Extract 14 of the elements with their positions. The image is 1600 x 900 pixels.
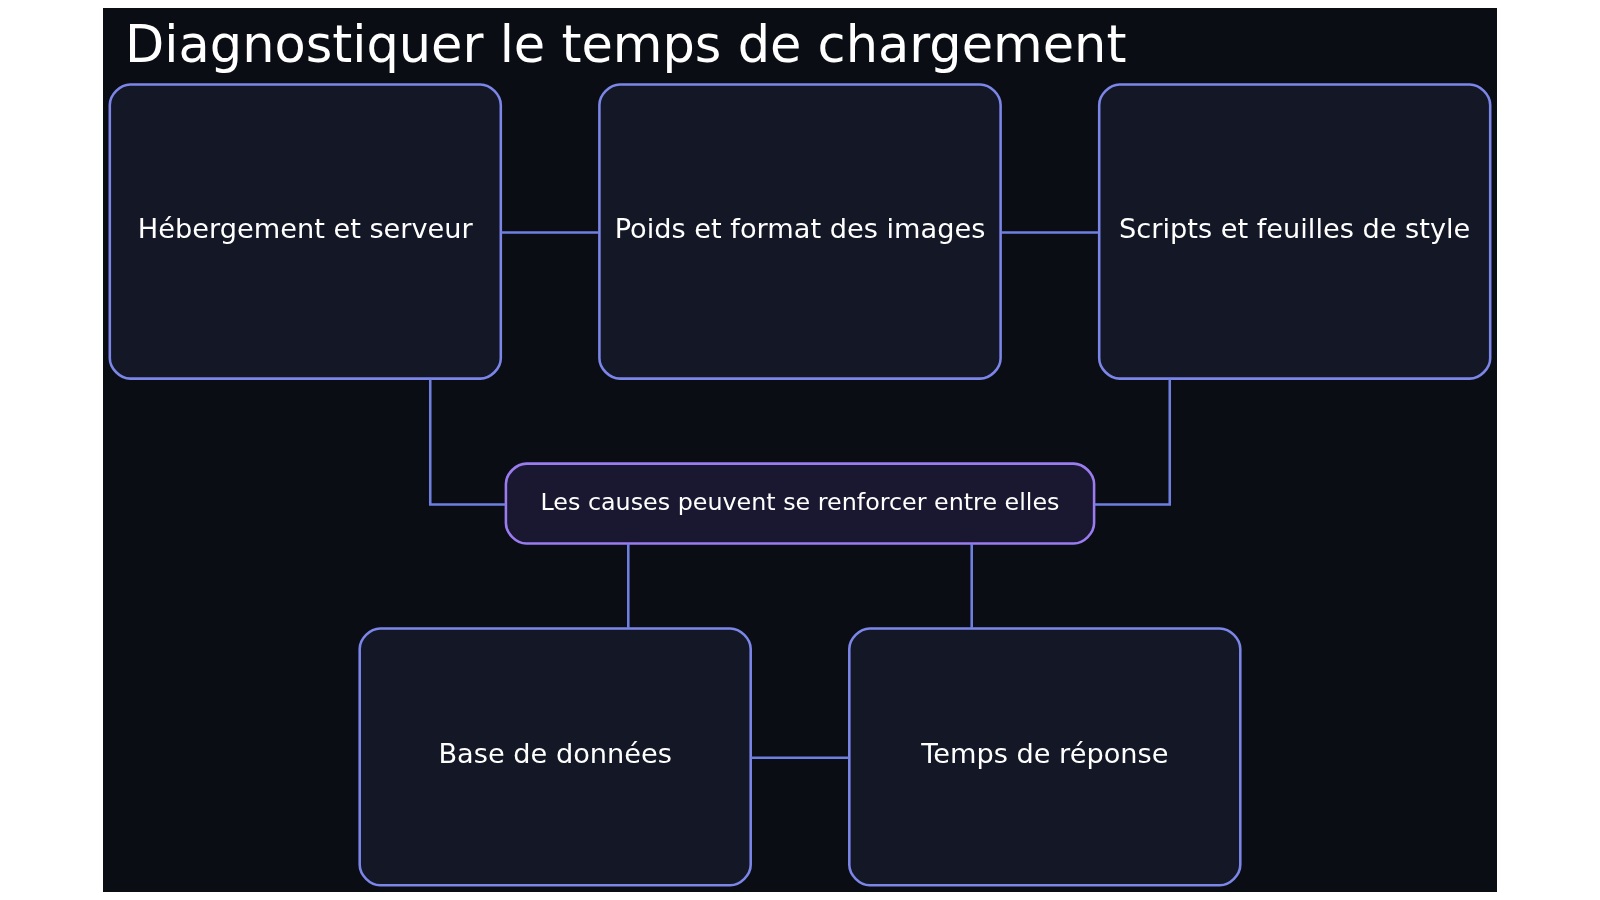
node-box: Poids et format des images [598, 83, 1002, 380]
connector [750, 756, 849, 759]
node-box: Temps de réponse [848, 627, 1242, 887]
node-box: Hébergement et serveur [108, 83, 503, 380]
connector [500, 231, 599, 234]
diagram-title: Diagnostiquer le temps de chargement [125, 15, 1127, 75]
connector [627, 543, 630, 629]
connector [1094, 379, 1172, 506]
node-box: Scripts et feuilles de style [1097, 83, 1492, 380]
connector [970, 543, 973, 629]
connector [428, 379, 506, 506]
connector [1001, 231, 1099, 234]
node-box: Base de données [358, 627, 752, 887]
node-box: Les causes peuvent se renforcer entre elles [504, 462, 1096, 545]
